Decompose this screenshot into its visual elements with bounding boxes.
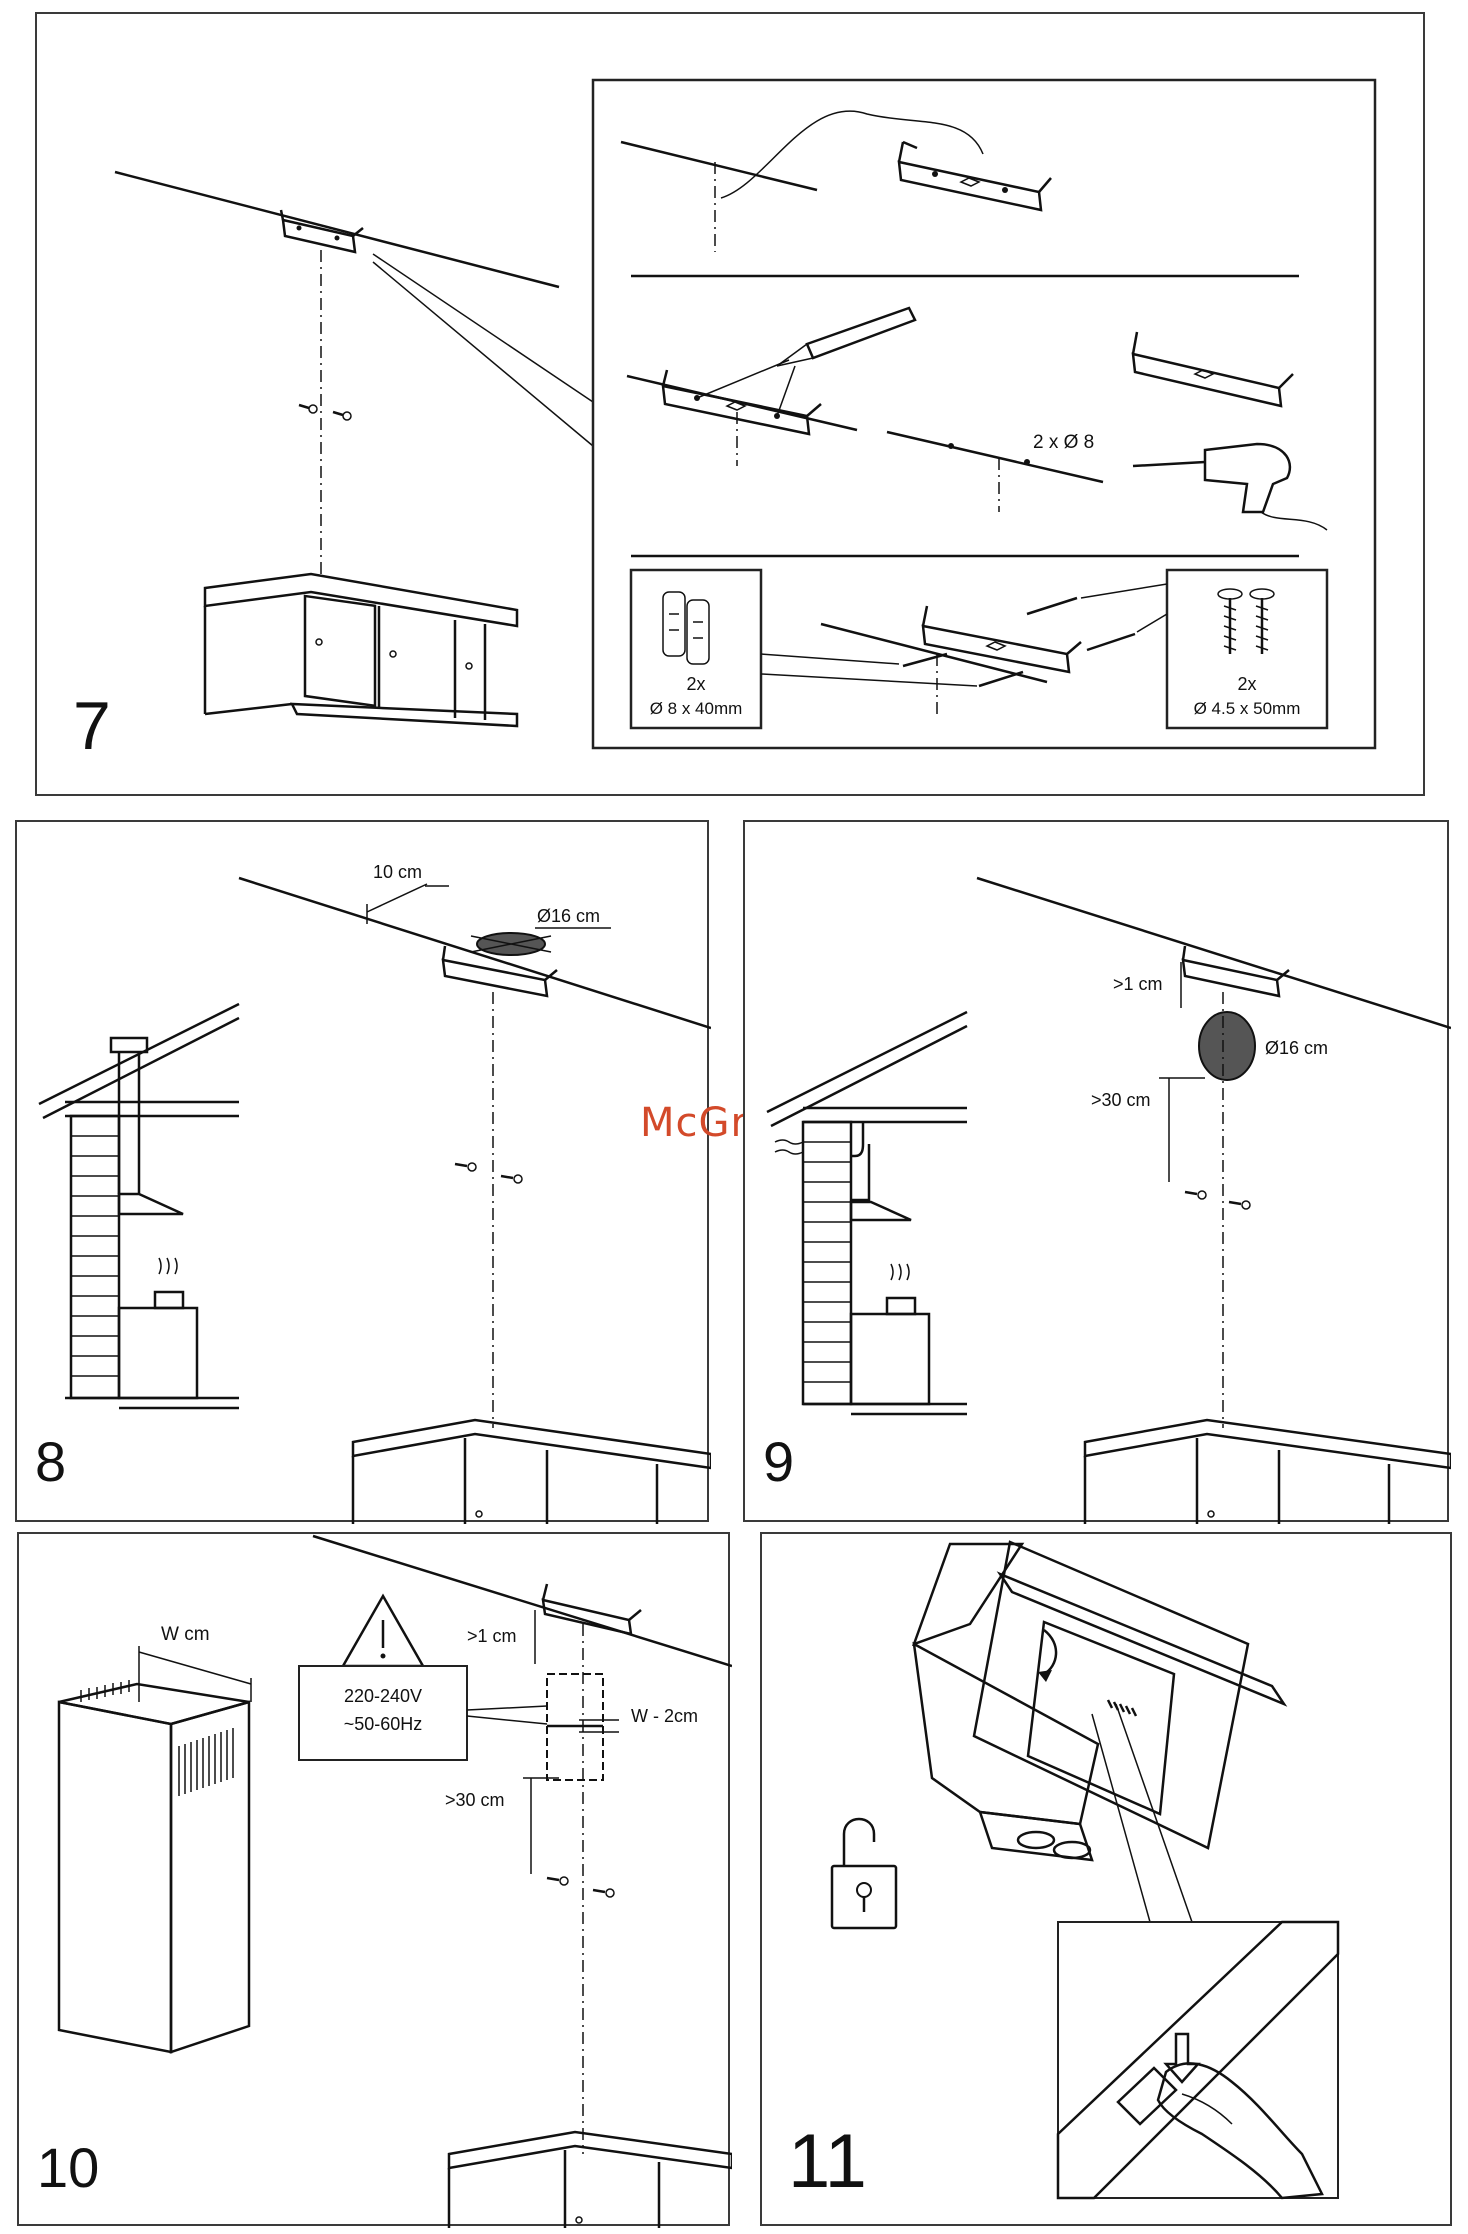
- wall-cabinet: [449, 2132, 732, 2228]
- step-number: 11: [788, 2124, 867, 2200]
- electrical-supply-box: [299, 1666, 467, 1760]
- step-number: 9: [763, 1434, 794, 1490]
- wall-cabinet: [205, 574, 517, 726]
- gap-label: >1 cm: [467, 1626, 517, 1646]
- screw-size-label: Ø 4.5 x 50mm: [1194, 699, 1301, 718]
- step-9-panel: >1 cm Ø16 cm >30 cm: [743, 820, 1449, 1522]
- wall-screw: [1229, 1201, 1250, 1209]
- wall-cabinet: [1085, 1420, 1451, 1524]
- wall-screw: [455, 1163, 476, 1171]
- chimney-cover: [59, 1680, 249, 2052]
- mounting-bracket: [543, 1584, 641, 1634]
- screw-icon: [1218, 589, 1242, 654]
- cooker-hood: [914, 1542, 1284, 1860]
- mounting-bracket: [281, 210, 363, 252]
- socket-width-label: W - 2cm: [631, 1706, 698, 1726]
- drill-size-label: 2 x Ø 8: [1033, 432, 1094, 453]
- house-section-exhaust: [39, 1004, 239, 1408]
- step-number: 10: [37, 2140, 99, 2196]
- warning-triangle-icon: [343, 1596, 423, 1666]
- mounting-bracket: [899, 142, 1051, 210]
- step-number: 8: [35, 1434, 66, 1490]
- screw-count-label: 2x: [1237, 674, 1256, 694]
- wall-screw: [501, 1175, 522, 1183]
- duct-hole-mark: [1199, 1012, 1255, 1080]
- step-7-panel: 2 x Ø 8 2x Ø 8 x 40mm 2x: [35, 12, 1425, 796]
- gap-label: >1 cm: [1113, 974, 1163, 994]
- power-drill-icon: [1133, 444, 1327, 530]
- hole-diameter-label: Ø16 cm: [1265, 1038, 1328, 1058]
- frequency-label: ~50-60Hz: [344, 1714, 423, 1734]
- plug-size-label: Ø 8 x 40mm: [650, 699, 743, 718]
- step-7-illustration: 2 x Ø 8 2x Ø 8 x 40mm 2x: [37, 14, 1427, 798]
- wall-screw: [333, 412, 351, 420]
- step-9-illustration: >1 cm Ø16 cm >30 cm: [745, 822, 1451, 1524]
- plug-count-label: 2x: [686, 674, 705, 694]
- step-10-illustration: W cm 220-240V ~50-60Hz >1 cm W - 2cm >30…: [19, 1534, 732, 2228]
- wall-screw: [593, 1889, 614, 1897]
- wall-plug-icon: [663, 592, 709, 664]
- house-section-recirculation: [767, 1012, 967, 1414]
- voltage-label: 220-240V: [344, 1686, 422, 1706]
- unlocked-padlock-icon: [832, 1819, 896, 1928]
- offset-label: 10 cm: [373, 862, 422, 882]
- hole-diameter-label: Ø16 cm: [537, 906, 600, 926]
- wall-cabinet: [353, 1420, 711, 1524]
- height-label: >30 cm: [445, 1790, 505, 1810]
- wall-screw: [299, 405, 317, 413]
- screw-icon: [1250, 589, 1274, 654]
- height-label: >30 cm: [1091, 1090, 1151, 1110]
- wall-screw: [1185, 1191, 1206, 1199]
- mounting-bracket: [1133, 332, 1293, 406]
- width-label: W cm: [161, 1624, 210, 1645]
- release-detail-inset: [1058, 1922, 1338, 2198]
- wall-screw: [547, 1877, 568, 1885]
- step-10-panel: W cm 220-240V ~50-60Hz >1 cm W - 2cm >30…: [17, 1532, 730, 2226]
- step-8-illustration: Ø16 cm 10 cm: [17, 822, 711, 1524]
- step-11-panel: 11: [760, 1532, 1452, 2226]
- step-8-panel: Ø16 cm 10 cm: [15, 820, 709, 1522]
- mounting-bracket: [923, 606, 1081, 672]
- step-number: 7: [73, 692, 111, 760]
